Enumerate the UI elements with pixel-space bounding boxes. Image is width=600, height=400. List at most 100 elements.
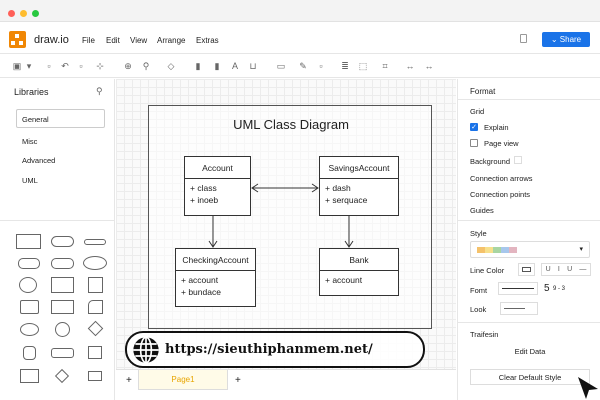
connection-arrows-label[interactable]: Connection arrows (470, 174, 533, 183)
class-bank[interactable]: Bank+ account (319, 248, 399, 296)
fill-icon[interactable]: ✎ (299, 61, 307, 71)
inheritance-connector[interactable] (208, 216, 218, 248)
strikethrough-icon[interactable]: — (579, 266, 587, 273)
class-savings-account[interactable]: SavingsAccount+ dash+ serquace (319, 156, 399, 216)
association-connector[interactable] (251, 183, 319, 193)
shape-document[interactable] (51, 300, 74, 314)
page-view-checkbox[interactable] (470, 139, 478, 147)
library-item-uml[interactable]: UML (22, 176, 38, 185)
dropdown-icon[interactable]: ▾ (26, 61, 32, 71)
add-page-button[interactable]: + (126, 375, 132, 386)
shape-rectangle[interactable] (16, 234, 41, 249)
library-search-input[interactable]: General (16, 109, 105, 128)
shape-square[interactable] (88, 346, 102, 359)
menu-extras[interactable]: Extras (196, 36, 219, 45)
device-icon[interactable] (520, 34, 527, 43)
menu-edit[interactable]: Edit (106, 36, 120, 45)
class-checking-account[interactable]: CheckingAccount+ account+ bundace (175, 248, 256, 307)
shape-rounded[interactable] (18, 258, 40, 269)
shape-circle[interactable] (55, 322, 70, 337)
shape-octagon[interactable] (23, 346, 36, 360)
class-attribute: + class (190, 183, 217, 193)
shape-rectangle[interactable] (20, 369, 39, 383)
format-panel: Format Grid ✓ Explain Page view Backgrou… (457, 79, 600, 400)
shape-tape[interactable] (20, 300, 39, 314)
chevron-down-icon: ▾ (579, 246, 583, 253)
explain-checkbox[interactable]: ✓ (470, 123, 478, 131)
minimize-window-button[interactable] (20, 10, 27, 17)
shape-note[interactable] (88, 277, 103, 293)
shape-icon[interactable]: ◇ (167, 61, 175, 71)
style-dropdown[interactable]: ▾ (470, 241, 590, 258)
zoom-out-icon[interactable]: ⚲ (142, 61, 150, 71)
underline-icon[interactable]: U (545, 266, 551, 273)
shape-process[interactable] (51, 348, 74, 358)
explain-label: Explain (484, 123, 509, 132)
trash-icon[interactable]: ▮ (195, 61, 201, 71)
shape-rounded-rectangle[interactable] (51, 236, 74, 247)
class-attribute: + bundace (181, 287, 221, 297)
background-color-button[interactable] (514, 156, 522, 164)
italic-icon[interactable]: I (557, 266, 560, 273)
class-name: CheckingAccount (176, 249, 255, 271)
page-icon[interactable]: ▣ (12, 61, 22, 71)
maximize-window-button[interactable] (32, 10, 39, 17)
class-name: Account (185, 157, 250, 179)
undo-icon[interactable]: ↶ (61, 61, 69, 71)
font-extra-value: 9 - 3 (553, 286, 566, 292)
trash-icon[interactable]: ▮ (214, 61, 220, 71)
split-icon[interactable]: ⊹ (96, 61, 104, 71)
shape-pill[interactable] (84, 239, 106, 245)
shape-circle[interactable] (19, 277, 37, 293)
look-select[interactable] (500, 302, 538, 315)
edit-data-button[interactable]: Edit Data (514, 347, 546, 356)
clear-default-style-button[interactable]: Clear Default Style (470, 369, 590, 385)
shape-ellipse[interactable] (83, 256, 107, 270)
class-attribute: + account (325, 275, 363, 285)
underline-icon[interactable]: U (567, 266, 573, 273)
page-tab-page1[interactable]: Page1 (138, 370, 228, 390)
line-color-button[interactable] (518, 263, 535, 276)
menu-view[interactable]: View (130, 36, 148, 45)
shape-card[interactable] (88, 300, 103, 314)
watermark-url: https://sieuthiphanmem.net/ (165, 342, 373, 357)
look-label: Look (470, 305, 487, 314)
zoom-in-icon[interactable]: ⊕ (124, 61, 132, 71)
class-attribute: + serquace (325, 195, 368, 205)
toolbar: ▣ ▾ ▫ ↶ ▫ ⊹ ⊕ ⚲ ◇ ▮ ▮ A ⊔ ▭ ✎ ▫ ≣ ⬚ ⌗ ↔ … (0, 56, 600, 78)
class-account[interactable]: Account+ class+ inoeb (184, 156, 251, 216)
fit-icon[interactable]: ▫ (47, 61, 51, 71)
close-window-button[interactable] (8, 10, 15, 17)
connection-points-label[interactable]: Connection points (470, 190, 531, 199)
drawio-logo (9, 31, 26, 48)
format-icon[interactable]: ⊔ (249, 61, 257, 71)
library-item-misc[interactable]: Misc (22, 137, 38, 146)
text-icon[interactable]: A (231, 61, 238, 71)
watermark: https://sieuthiphanmem.net/ (125, 331, 425, 368)
guides-label[interactable]: Guides (470, 206, 494, 215)
align-icon[interactable]: ≣ (341, 61, 349, 71)
menu-arrange[interactable]: Arrange (157, 36, 186, 45)
font-size-value[interactable]: 5 (544, 283, 550, 294)
font-line-select[interactable] (498, 282, 538, 295)
menu-file[interactable]: File (82, 36, 95, 45)
shape-rectangle[interactable] (51, 277, 74, 293)
background-label: Background (470, 157, 511, 166)
width-icon[interactable]: ↔ (405, 61, 415, 71)
shape-ellipse[interactable] (20, 323, 39, 336)
shape-rectangle[interactable] (88, 371, 102, 381)
association-connector[interactable] (344, 216, 354, 248)
line-icon[interactable]: ▫ (319, 61, 323, 71)
app-name: draw.io (34, 34, 69, 46)
title-bar (0, 0, 600, 22)
redo-icon[interactable]: ▫ (79, 61, 83, 71)
share-button[interactable]: ⌄ Share (542, 32, 590, 47)
add-page-button-2[interactable]: + (235, 375, 241, 386)
shape-rounded[interactable] (51, 258, 74, 269)
rectangle-icon[interactable]: ▭ (276, 61, 286, 71)
search-icon[interactable]: ⚲ (96, 86, 103, 96)
library-item-advanced[interactable]: Advanced (22, 156, 56, 165)
group-icon[interactable]: ⬚ (358, 61, 368, 71)
crop-icon[interactable]: ⌗ (382, 61, 388, 71)
height-icon[interactable]: ↔ (424, 61, 434, 71)
